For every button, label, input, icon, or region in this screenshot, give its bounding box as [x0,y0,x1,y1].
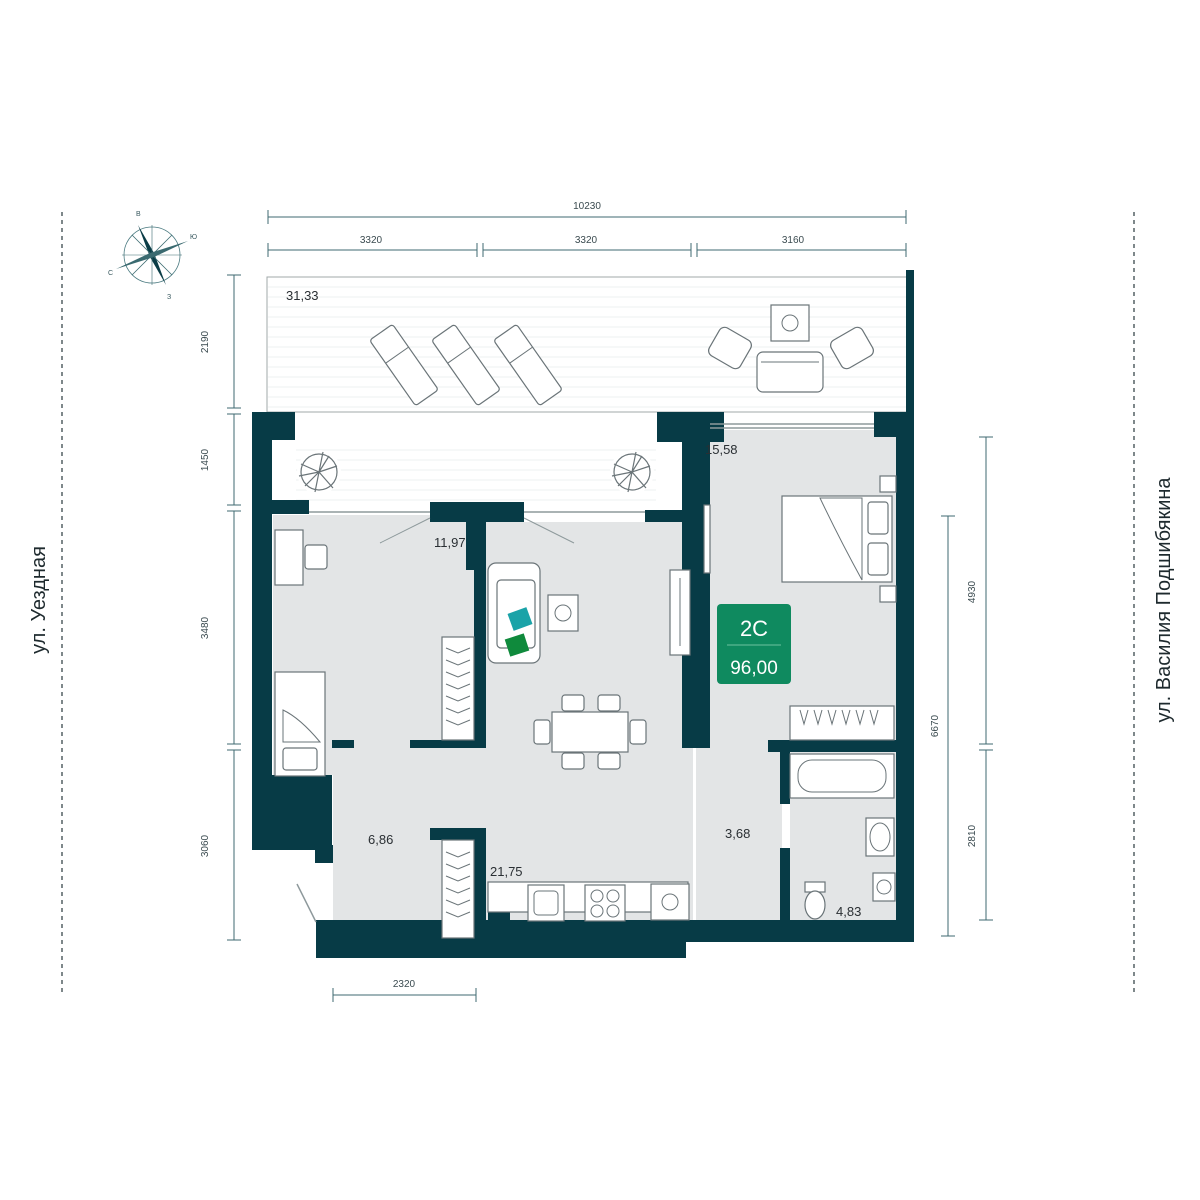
compass-south: З [167,294,171,301]
dim-top-2: 3320 [575,235,598,246]
apartment-badge: 2С 96,00 [717,604,791,684]
room-area-living-kitchen: 21,75 [490,864,523,879]
boiler-icon [872,872,896,902]
compass-west: С [108,270,113,277]
dim-bottom-1: 2320 [393,979,416,990]
room-area-bedroom-right: 15,58 [705,442,738,457]
room-area-bedroom-left: 11,97 [434,535,466,550]
wardrobe-icon-bedroom [789,705,895,741]
apartment-total-area: 96,00 [730,658,778,679]
sun-lounger-icon-1 [370,324,438,406]
compass-north: В [136,211,141,218]
tv-unit-icon [669,569,691,656]
dim-top-3: 3160 [782,235,805,246]
dim-left-2: 1450 [200,448,211,471]
plant-icon-left [297,450,341,494]
windows [296,423,874,923]
room-area-corridor: 3,68 [725,826,750,841]
bed-icon-left [274,671,326,777]
door-swings [379,517,575,544]
compass-east: Ю [190,234,197,241]
terrace-lounge-set-icon [708,304,874,393]
dim-right-1: 4930 [967,580,978,603]
room-area-hall: 6,86 [368,832,393,847]
plant-icon-right [610,450,654,494]
terrace [266,276,908,510]
desk-icon [274,529,328,586]
sun-lounger-icon-2 [432,324,500,406]
bathtub-icon [789,753,895,799]
kitchen-counter-icon [487,881,690,922]
apartment-type-label: 2С [740,616,768,641]
wardrobe-icon-left [441,636,475,741]
room-area-bathroom: 4,83 [836,904,861,919]
dimension-lines [227,210,993,1002]
dim-right-2: 2810 [967,824,978,847]
compass-icon [116,225,188,285]
dim-left-3: 3480 [200,616,211,639]
sun-lounger-icon-3 [494,324,562,406]
wardrobe-icon-hall [441,839,475,939]
sofa-icon [487,562,541,664]
dim-top-1: 3320 [360,235,383,246]
toilet-icon [804,881,826,920]
street-label-right: ул. Василия Подшибякина [1153,477,1175,723]
coffee-table-icon [547,594,579,632]
sink-icon [865,817,895,857]
bed-icon-right [781,475,897,603]
dim-left-1: 2190 [200,330,211,353]
mirror-icon [703,504,711,574]
dim-top-total: 10230 [573,201,601,212]
dim-left-4: 3060 [200,834,211,857]
dim-right-total: 6670 [930,714,941,737]
street-label-left: ул. Уездная [28,546,50,654]
dining-table-icon [533,694,647,770]
room-area-terrace: 31,33 [286,288,319,303]
